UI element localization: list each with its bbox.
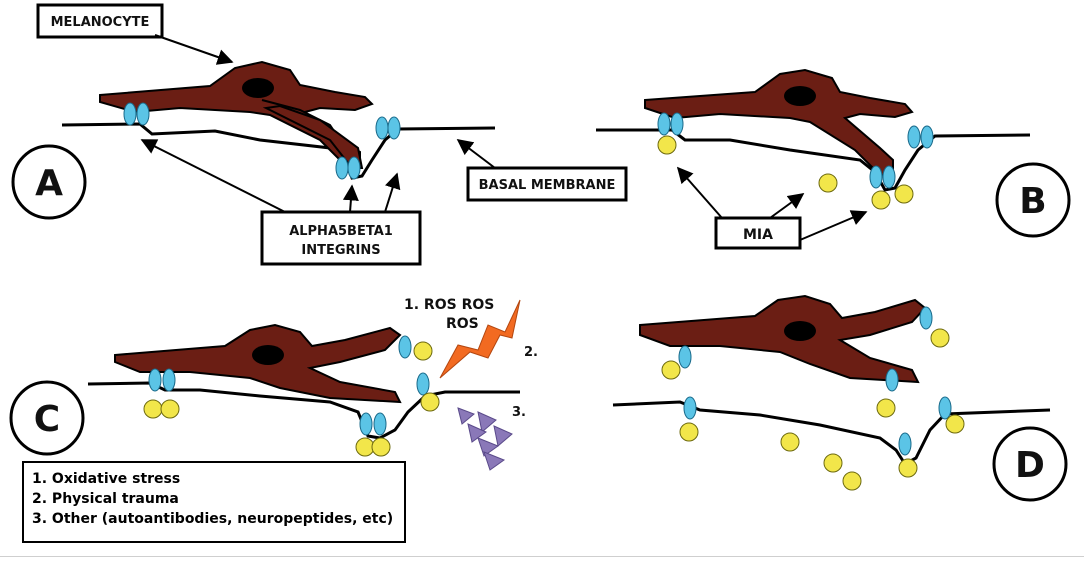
integrins-arrow-right — [384, 172, 401, 213]
integrins-label-line2: INTEGRINS — [301, 243, 380, 258]
nucleus-d — [784, 321, 816, 341]
legend-item-physical-trauma: 2. Physical trauma — [32, 491, 179, 507]
panel-d-circle — [992, 426, 1068, 502]
mia-arrow-mid — [769, 193, 805, 219]
melanocyte-b — [644, 68, 914, 178]
panel-c-circle — [9, 380, 85, 456]
panel-a-circle — [11, 144, 87, 220]
nucleus-a — [242, 78, 274, 98]
mia-arrow-right — [799, 210, 868, 241]
panel-b: B MIA — [596, 68, 1071, 250]
ros-line2: ROS — [446, 316, 479, 332]
basal-membrane-d — [612, 400, 1051, 466]
marker-three: 3. — [512, 405, 526, 420]
integrins-label-line1: ALPHA5BETA1 — [289, 224, 393, 239]
mia-c — [143, 341, 440, 457]
basal-membrane-a — [61, 122, 496, 180]
basal-membrane-label-box — [466, 166, 628, 202]
nucleus-c — [252, 345, 284, 365]
panel-b-circle — [995, 162, 1071, 238]
panel-d-letter: D — [1015, 445, 1045, 486]
panel-a-letter: A — [35, 163, 63, 204]
melanocyte-c — [114, 323, 402, 404]
triangles-icon — [457, 407, 513, 471]
ros-line1: 1. ROS ROS — [404, 297, 494, 313]
melanocyte-arrow — [154, 34, 234, 65]
legend-item-other: 3. Other (autoantibodies, neuropeptides,… — [32, 511, 394, 527]
panel-d: D — [612, 294, 1068, 502]
integrins-c — [148, 335, 430, 436]
lightning-icon — [439, 299, 521, 379]
panel-b-letter: B — [1019, 181, 1046, 222]
legend-box: 1. Oxidative stress 2. Physical trauma 3… — [22, 461, 406, 543]
panel-a: A MELANOCYTE ALPHA5BETA1 INTEGRINS BASAL… — [11, 3, 628, 266]
integrins-b — [657, 112, 934, 189]
legend-item-oxidative-stress: 1. Oxidative stress — [32, 471, 181, 487]
melanocyte-d — [639, 294, 927, 384]
integrins-arrow-mid — [342, 184, 359, 213]
mia-label-box — [714, 216, 802, 250]
basal-membrane-label: BASAL MEMBRANE — [479, 178, 616, 193]
integrins-a — [123, 102, 401, 180]
melanocyte-label-box — [36, 3, 164, 39]
mia-label: MIA — [743, 227, 773, 243]
footer-divider — [0, 556, 1084, 557]
mia-arrow-left — [676, 166, 723, 219]
integrins-arrow-left — [140, 139, 286, 213]
melanocyte-label: MELANOCYTE — [51, 15, 150, 30]
mia-b — [657, 135, 914, 210]
integrins-d — [678, 306, 952, 456]
nucleus-b — [784, 86, 816, 106]
panel-c-letter: C — [34, 399, 60, 440]
integrins-label-box — [260, 210, 422, 266]
mia-d — [661, 328, 965, 491]
basal-membrane-arrow — [456, 139, 496, 169]
panel-c: C 1. ROS ROS ROS 2. 3. — [9, 297, 538, 471]
marker-two: 2. — [524, 345, 538, 360]
